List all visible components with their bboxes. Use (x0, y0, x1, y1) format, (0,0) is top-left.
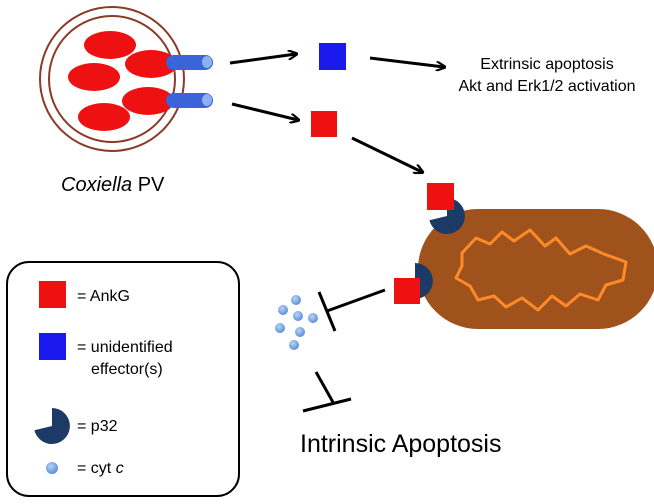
inhibition-bar-cytc (317, 291, 337, 332)
arrow-to-ankg (231, 102, 298, 120)
legend-effector-label: effector(s) (91, 361, 163, 378)
secretion-system-upper (166, 55, 213, 70)
mitochondrion-cristae (454, 228, 628, 312)
cytc-dot (291, 295, 301, 305)
bacterium (68, 63, 120, 91)
bacterium (84, 31, 136, 59)
inhibition-bar-apoptosis (302, 397, 352, 413)
pv-label: Coxiella PV (61, 174, 165, 196)
bacterium (122, 87, 174, 115)
p32-ankg-complex-lower (394, 263, 433, 304)
secretion-pore (202, 94, 212, 106)
cytc-dot (289, 340, 299, 350)
cytc-dot (308, 313, 318, 323)
arrow-to-extrinsic (369, 56, 444, 67)
secretion-pore (202, 56, 212, 68)
cytc-dot (295, 327, 305, 337)
cytc-cluster (275, 295, 318, 350)
arrow-to-mitochondrion (351, 136, 422, 172)
cytc-dot (278, 305, 288, 315)
legend-cytc-label: = cyt c (77, 460, 124, 477)
legend-p32-icon (34, 408, 70, 444)
p32-ankg-complex-upper (427, 183, 465, 234)
extrinsic-line2: Akt and Erk1/2 activation (459, 78, 636, 95)
inhibition-line-apoptosis (314, 371, 336, 405)
bacterium (78, 103, 130, 131)
ankg-square (394, 278, 420, 304)
legend: = AnkG = unidentified effector(s) = p32 … (6, 261, 240, 497)
legend-ankg-label: = AnkG (77, 288, 130, 305)
arrow-to-effector (229, 54, 296, 65)
cytc-dot (275, 323, 285, 333)
mitochondrion (418, 209, 654, 329)
vacuole-outer-membrane (39, 6, 185, 152)
vacuole-inner-membrane (48, 15, 176, 143)
ankg-square (311, 111, 337, 137)
coxiella-vacuole (39, 6, 213, 152)
p32-icon (429, 198, 465, 234)
legend-unidentified-label: = unidentified (77, 339, 173, 356)
legend-ankg-swatch (39, 281, 66, 308)
legend-p32-label: = p32 (77, 418, 118, 435)
inhibition-line-cytc (326, 288, 386, 313)
legend-effector-swatch (39, 333, 66, 360)
effector-square (319, 43, 346, 70)
ankg-square (427, 183, 454, 210)
cytc-dot (293, 311, 303, 321)
intrinsic-apoptosis-label: Intrinsic Apoptosis (300, 430, 502, 458)
secretion-system-lower (166, 93, 213, 108)
extrinsic-line1: Extrinsic apoptosis (480, 56, 613, 73)
bacterium (125, 50, 177, 78)
legend-cytc-icon (46, 462, 58, 474)
